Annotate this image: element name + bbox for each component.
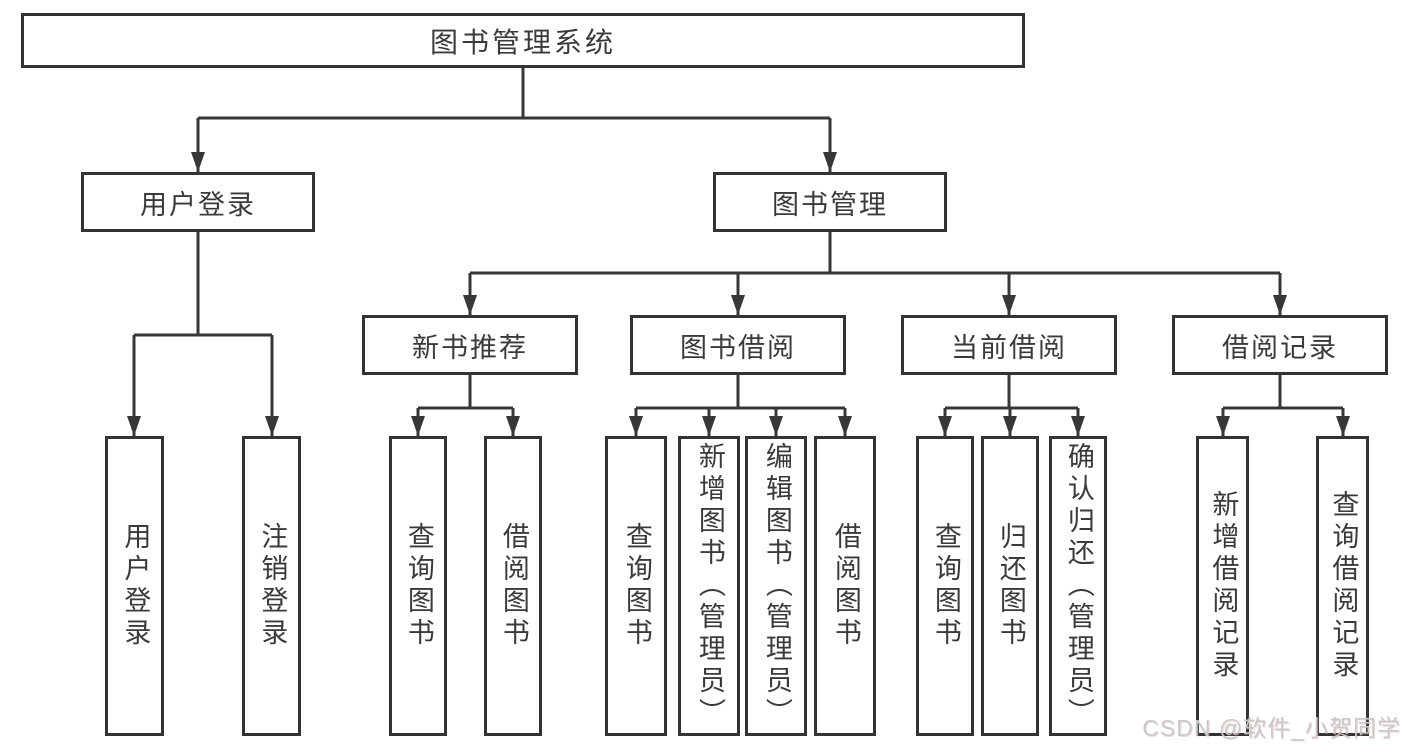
edge-user-login xyxy=(134,232,272,337)
node-leaf-query-books-2: 查询图书 xyxy=(605,436,667,736)
node-leaf-borrow-books-2: 借阅图书 xyxy=(814,436,876,736)
node-leaf-return-books: 归还图书 xyxy=(981,436,1039,736)
node-leaf-query-books-1: 查询图书 xyxy=(389,436,447,736)
node-leaf-borrow-books-1: 借阅图书 xyxy=(484,436,542,736)
edge-current-borrow xyxy=(945,375,1078,410)
node-leaf-confirm-return-admin: 确认归还（管理员） xyxy=(1049,436,1107,736)
edge-new-book xyxy=(418,375,513,410)
node-leaf-logout: 注销登录 xyxy=(242,436,301,736)
node-leaf-add-books-admin: 新增图书（管理员） xyxy=(678,436,740,736)
node-leaf-add-borrow-record: 新增借阅记录 xyxy=(1196,436,1249,736)
node-new-book-recommend: 新书推荐 xyxy=(362,315,578,375)
node-leaf-edit-books-admin: 编辑图书（管理员） xyxy=(745,436,807,736)
node-user-login: 用户登录 xyxy=(81,172,315,232)
node-book-borrow: 图书借阅 xyxy=(630,315,846,375)
edge-book-borrow xyxy=(636,375,845,410)
node-current-borrow: 当前借阅 xyxy=(901,315,1117,375)
node-leaf-query-books-3: 查询图书 xyxy=(916,436,974,736)
edge-root xyxy=(198,68,830,120)
node-borrow-records: 借阅记录 xyxy=(1172,315,1388,375)
node-leaf-query-borrow-record: 查询借阅记录 xyxy=(1316,436,1369,736)
csdn-watermark: CSDN @软件_小贺同学 xyxy=(1142,715,1401,741)
node-leaf-user-login: 用户登录 xyxy=(105,436,164,736)
edge-borrow-records xyxy=(1223,375,1343,410)
node-book-mgmt: 图书管理 xyxy=(713,172,947,232)
node-root: 图书管理系统 xyxy=(21,13,1025,68)
edge-book-mgmt xyxy=(470,232,1280,275)
